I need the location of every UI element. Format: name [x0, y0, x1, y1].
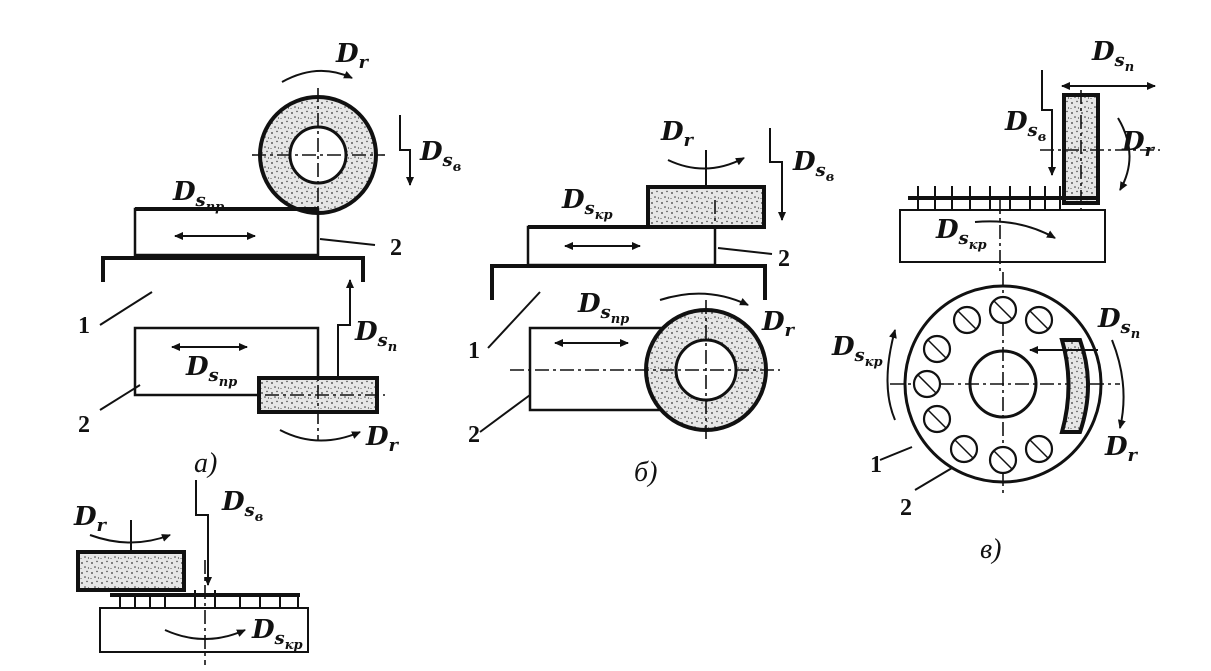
svg-text:Dsкр: Dsкр	[831, 332, 883, 370]
svg-text:Dsп: Dsп	[354, 317, 397, 355]
grinding-wheel-face	[76, 550, 186, 592]
vertical-feed-arrow-a	[399, 115, 414, 186]
rotation-arrow-a-top	[281, 69, 353, 83]
svg-text:2: 2	[468, 422, 480, 448]
svg-text:2: 2	[900, 495, 912, 521]
svg-text:Dsп: Dsп	[1097, 304, 1140, 342]
svg-text:Dr: Dr	[660, 117, 695, 151]
workpieces-ring	[912, 295, 1054, 475]
svg-text:Dr: Dr	[335, 39, 370, 73]
svg-text:Dsв: Dsв	[221, 487, 263, 525]
caption-v: в)	[980, 534, 1001, 565]
svg-text:2: 2	[390, 235, 402, 261]
svg-text:1: 1	[870, 452, 882, 478]
svg-text:Dsв: Dsв	[419, 137, 461, 175]
svg-text:Dr: Dr	[761, 307, 796, 341]
caption-a: а)	[194, 448, 217, 479]
svg-text:2: 2	[78, 412, 90, 438]
svg-text:Dsкр: Dsкр	[935, 215, 987, 253]
svg-text:Dsв: Dsв	[792, 147, 834, 185]
svg-text:2: 2	[778, 246, 790, 272]
labels-b: Dr Dsв Dsкр Dsпр Dr 2 1 2 б)	[468, 117, 834, 488]
svg-text:Dsпр: Dsпр	[172, 177, 224, 215]
vertical-feed-arrow-v	[1041, 70, 1056, 176]
grinding-wheel-b	[646, 185, 766, 229]
cross-feed-arrow-a	[337, 279, 354, 378]
machine-table-a	[101, 256, 365, 282]
caption-b: б)	[634, 457, 657, 488]
svg-text:1: 1	[78, 313, 90, 339]
svg-text:Dsв: Dsв	[1004, 107, 1046, 145]
svg-text:Dsкр: Dsкр	[561, 185, 613, 223]
rotation-arrow-b	[667, 157, 745, 170]
svg-text:Dr: Dr	[73, 502, 108, 536]
svg-text:Dr: Dr	[1121, 127, 1156, 161]
svg-text:Dr: Dr	[1104, 432, 1139, 466]
svg-text:Dsпр: Dsпр	[577, 289, 629, 327]
labels-v: Dsп Dsв Dr Dsкр Dsп Dsкр Dr 1 2 в)	[831, 37, 1156, 565]
labels-a-face: Dr Dsв Dsкр	[73, 487, 303, 653]
vertical-feed-arrow-b	[769, 128, 786, 221]
rotation-arrow-a-bottom	[279, 429, 361, 442]
labels-a: Dr Dsв Dsпр Dsпр Dsп Dr 2 1 2 а)	[78, 39, 461, 479]
workpiece-a	[133, 207, 320, 257]
scheme-b	[479, 128, 786, 440]
scheme-v	[886, 70, 1160, 495]
scheme-a	[99, 69, 414, 442]
svg-text:Dr: Dr	[365, 422, 400, 456]
svg-text:1: 1	[468, 338, 480, 364]
grinding-wheel-v-top	[1059, 338, 1090, 434]
machine-table-b	[490, 264, 767, 300]
svg-text:Dsпр: Dsпр	[185, 352, 237, 390]
svg-text:Dsп: Dsп	[1091, 37, 1134, 75]
scheme-a-face	[76, 480, 309, 665]
svg-text:Dsкр: Dsкр	[251, 615, 303, 653]
